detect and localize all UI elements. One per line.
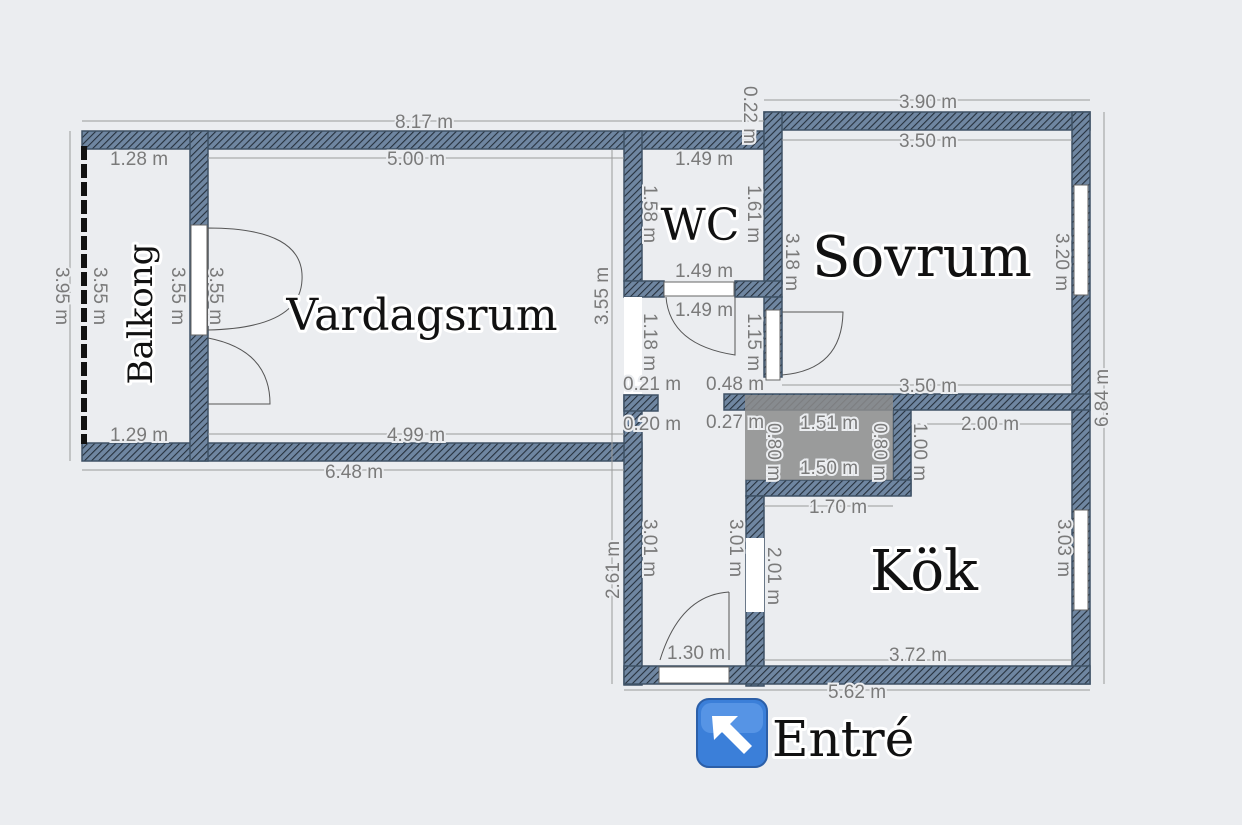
dim-hall-left: 1.18 m xyxy=(639,313,660,371)
door-entrance xyxy=(659,591,730,661)
dim-sovrum-top: 3.50 m xyxy=(899,131,957,152)
window-sovrum xyxy=(1073,184,1089,296)
dim-hall-small-b: 0.48 m xyxy=(706,374,764,395)
dim-wc-gap: 0.22 m xyxy=(739,86,760,144)
dim-vardagsrum-door-height: 3.55 m xyxy=(205,267,226,325)
dim-hall-lower-right: 3.01 m xyxy=(725,519,746,577)
wall-top-left xyxy=(81,130,765,150)
dim-total-top: 8.17 m xyxy=(395,112,453,133)
entrance-door-frame xyxy=(658,666,730,684)
dim-hall-small-a: 0.21 m xyxy=(623,374,681,395)
dim-hall-outer-left: 2.61 m xyxy=(603,541,624,599)
dim-balkong-wall-height: 3.55 m xyxy=(167,267,188,325)
room-label-sovrum: Sovrum xyxy=(812,225,1032,290)
arrow-up-left-icon xyxy=(696,698,768,768)
dim-sovrum-top-outer: 3.90 m xyxy=(899,92,957,113)
dim-vardagsrum-right: 3.55 m xyxy=(592,267,613,325)
dim-vardagsrum-top: 5.00 m xyxy=(387,149,445,170)
dim-hall-lower-left: 3.01 m xyxy=(639,519,660,577)
dim-closet-top: 1.51 m xyxy=(800,413,858,434)
dim-total-bottom-right: 5.62 m xyxy=(828,682,886,703)
dim-vardagsrum-bottom: 4.99 m xyxy=(387,425,445,446)
wall-kok-top xyxy=(745,479,912,497)
dim-wc-top: 1.49 m xyxy=(675,149,733,170)
walls xyxy=(81,111,1091,687)
door-balkong-upper xyxy=(207,227,303,331)
dim-hall-small-c: 0.20 m xyxy=(623,414,681,435)
window-kok xyxy=(1073,509,1089,611)
wall-hall-stub xyxy=(623,394,659,412)
entry-label: Entré xyxy=(772,710,914,768)
dim-wc-left: 1.58 m xyxy=(639,185,660,243)
dim-hall-right: 1.15 m xyxy=(743,313,764,371)
dim-kok-left: 2.01 m xyxy=(763,547,784,605)
dim-closet-left: 0.80 m xyxy=(763,423,784,481)
dim-wc-right: 1.61 m xyxy=(743,185,764,243)
opening-kok xyxy=(746,538,764,612)
opening-hall-left xyxy=(624,297,642,394)
wall-wc-bottom-b xyxy=(734,280,783,298)
dim-balkong-top: 1.28 m xyxy=(110,149,168,170)
dim-hall-small-d: 0.27 m xyxy=(706,412,764,433)
room-labels: Balkong Vardagsrum WC Sovrum Kök xyxy=(118,197,1035,607)
dimension-lines xyxy=(69,99,1105,691)
dim-kok-top-left: 1.70 m xyxy=(809,497,867,518)
closet-area xyxy=(745,395,893,480)
dim-hall-bottom: 1.30 m xyxy=(667,643,725,664)
room-label-kok: Kök xyxy=(870,539,979,604)
dim-balkong-bottom: 1.29 m xyxy=(110,425,168,446)
wall-wc-bottom-a xyxy=(623,280,665,298)
wall-wc-right xyxy=(763,111,783,285)
dim-sovrum-right: 3.20 m xyxy=(1051,233,1072,291)
dim-total-right: 6.84 m xyxy=(1092,369,1113,427)
doors xyxy=(207,227,844,661)
window-balkong xyxy=(190,224,208,336)
dim-closet-right: 0.80 m xyxy=(869,423,890,481)
window-hall xyxy=(765,309,781,381)
dim-kok-bottom: 3.72 m xyxy=(889,645,947,666)
room-label-vardagsrum: Vardagsrum xyxy=(285,290,557,341)
dim-sovrum-bottom: 3.50 m xyxy=(899,376,957,397)
dim-kok-notch: 1.00 m xyxy=(909,423,930,481)
dim-hall-top: 1.49 m xyxy=(675,300,733,321)
room-label-balkong: Balkong xyxy=(121,244,161,385)
wall-top-right xyxy=(763,111,1091,131)
dim-closet-bottom: 1.50 m xyxy=(800,458,858,479)
dim-kok-top-right: 2.00 m xyxy=(961,414,1019,435)
dim-kok-right: 3.03 m xyxy=(1053,519,1074,577)
wall-bottom-right xyxy=(623,665,1091,685)
windows xyxy=(190,184,1089,684)
door-balkong-lower xyxy=(207,337,271,405)
dim-wc-bottom: 1.49 m xyxy=(675,261,733,282)
window-wc xyxy=(663,281,735,297)
entry-marker: Entré xyxy=(696,698,917,771)
dim-balkong-height: 3.55 m xyxy=(89,267,110,325)
dim-total-left: 3.95 m xyxy=(51,267,72,325)
dim-total-bottom-left: 6.48 m xyxy=(325,462,383,483)
dimension-labels: 8.17 m 3.90 m 0.22 m 3.95 m 3.55 m 3.55 … xyxy=(49,84,1115,705)
door-hall xyxy=(781,311,844,376)
dim-sovrum-left: 3.18 m xyxy=(781,233,802,291)
room-label-wc: WC xyxy=(661,200,740,251)
door-wc xyxy=(665,296,736,356)
